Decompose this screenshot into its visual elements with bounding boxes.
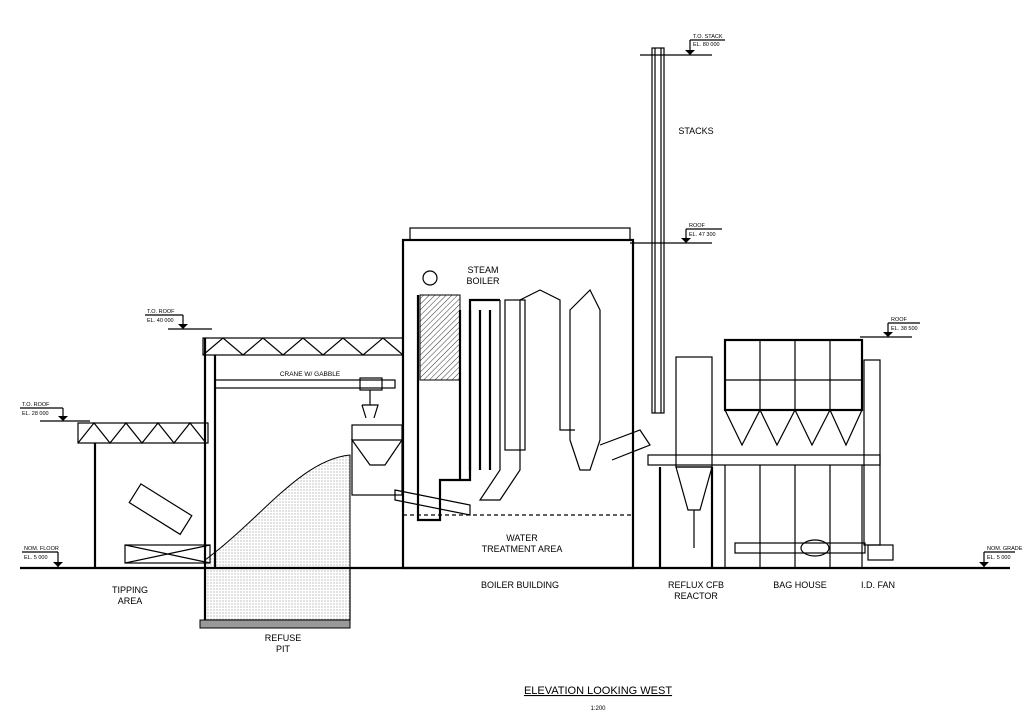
svg-text:T.O. STACK: T.O. STACK [693,34,723,40]
svg-text:NOM. FLOOR: NOM. FLOOR [24,546,59,552]
refuse-pit-building [199,337,404,629]
elevation-boiler-roof: ROOF EL. 47 300 [630,223,722,244]
label-stacks: STACKS [678,126,713,136]
label-crane: CRANE W/ GABBLE [280,371,341,378]
label-water-treatment-2: TREATMENT AREA [482,544,563,554]
tipping-area-building [77,422,211,568]
svg-text:ROOF: ROOF [891,317,908,323]
label-refuse-pit-1: REFUSE [265,633,302,643]
elevation-nom-grade: NOM. GRADE EL. 5 000 [979,546,1023,567]
svg-text:EL. 47 300: EL. 47 300 [689,232,716,238]
label-reflux-cfb-1: REFLUX CFB [668,580,724,590]
svg-text:EL. 28 000: EL. 28 000 [22,411,49,417]
stack [651,47,665,414]
boiler-building [350,227,651,570]
elevation-pit-roof: T.O. ROOF EL. 40 000 [145,309,212,330]
svg-text:T.O. ROOF: T.O. ROOF [147,309,175,315]
label-bag-house: BAG HOUSE [773,580,827,590]
label-water-treatment-1: WATER [506,533,538,543]
label-boiler-building: BOILER BUILDING [481,580,559,590]
label-steam-boiler-2: BOILER [466,276,500,286]
elevation-tipping-roof: T.O. ROOF EL. 28 000 [20,402,90,422]
label-tipping-area-1: TIPPING [112,585,148,595]
drawing-title: ELEVATION LOOKING WEST [524,685,672,697]
svg-text:ROOF: ROOF [689,223,706,229]
svg-text:EL. 5 000: EL. 5 000 [24,555,48,561]
id-fan [863,359,894,561]
elevation-baghouse-roof: ROOF EL. 38 500 [860,317,920,338]
svg-text:EL. 38 500: EL. 38 500 [891,326,918,332]
label-id-fan: I.D. FAN [861,580,895,590]
label-refuse-pit-2: PIT [276,644,291,654]
elevation-stack-top: T.O. STACK EL. 80 000 [640,34,725,56]
label-steam-boiler-1: STEAM [467,265,498,275]
drawing-scale: 1:200 [590,706,606,712]
elevation-nom-floor: NOM. FLOOR EL. 5 000 [22,546,63,567]
reflux-cfb-reactor [658,356,714,568]
svg-text:NOM. GRADE: NOM. GRADE [987,546,1023,552]
svg-text:EL. 40 000: EL. 40 000 [147,318,174,324]
svg-text:EL. 5 000: EL. 5 000 [987,555,1011,561]
bag-house [647,338,881,568]
svg-text:EL. 80 000: EL. 80 000 [693,42,720,48]
svg-text:T.O. ROOF: T.O. ROOF [22,402,50,408]
label-reflux-cfb-2: REACTOR [674,591,718,601]
label-tipping-area-2: AREA [118,596,143,606]
